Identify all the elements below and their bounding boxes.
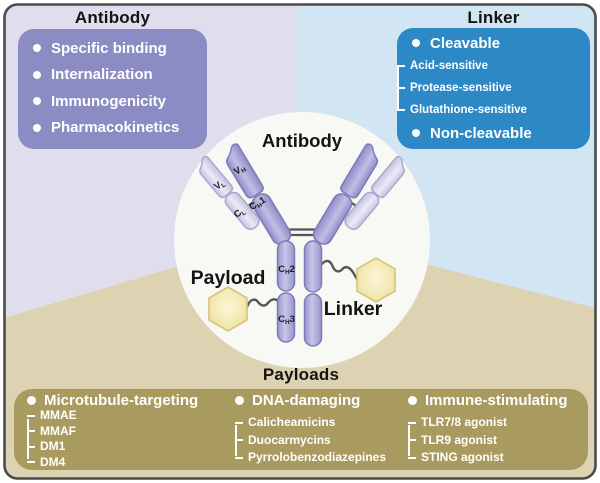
column-header-label: Microtubule-targeting [44,392,199,409]
list-item: Protease-sensitive [410,77,590,99]
domain-label-cl: CL [232,205,248,221]
list-item: Cleavable [397,31,590,55]
list-item: MMAF [40,424,198,440]
linker-section-title: Linker [467,8,520,27]
linker-squiggle-right [319,259,359,281]
bullet-icon [412,129,420,137]
payload-column-dna: DNA-damaging Calicheamicins Duocarmycins… [235,392,386,467]
figure-frame-border [3,3,597,480]
circle-antibody-label: Antibody [262,130,343,151]
antibody-panel: Specific binding Internalization Immunog… [18,29,207,149]
fc-stem [276,240,323,347]
payload-column-immune: Immune-stimulating TLR7/8 agonist TLR9 a… [408,392,568,467]
column-header: Immune-stimulating [408,392,568,409]
antibody-section-title: Antibody [74,8,151,27]
cleavable-sublist: Acid-sensitive Protease-sensitive Glutat… [397,55,590,121]
microtubule-sublist: MMAE MMAF DM1 DM4 [27,408,198,470]
domain-label-ch3: CH3 [278,314,295,326]
payload-hexagon-right [356,257,396,303]
bullet-icon [33,97,41,106]
list-item: Calicheamicins [248,414,386,432]
list-item: Pyrrolobenzodiazepines [248,449,386,467]
list-item: Internalization [18,62,207,89]
bullet-icon [235,396,244,405]
list-item-label: Specific binding [51,39,167,57]
circle-payload-label: Payload [191,267,266,289]
list-item: Acid-sensitive [410,55,590,77]
list-item: TLR9 agonist [421,432,568,450]
list-item: STING agonist [421,449,568,467]
list-item: MMAE [40,408,198,424]
bullet-icon [408,396,417,405]
payload-hexagon-left [208,286,248,332]
column-header: DNA-damaging [235,392,386,409]
list-item-label: Cleavable [430,34,501,52]
list-item-label: Immunogenicity [51,92,167,110]
column-header-label: Immune-stimulating [425,392,568,409]
list-item-label: Non-cleavable [430,124,532,142]
bullet-icon [33,123,41,132]
list-item: Glutathione-sensitive [410,99,590,121]
domain-label-vl: VL [212,177,227,193]
payloads-panel: Microtubule-targeting MMAE MMAF DM1 DM4 … [14,389,588,470]
list-item: Immunogenicity [18,88,207,115]
column-header-label: DNA-damaging [252,392,361,409]
list-item: TLR7/8 agonist [421,414,568,432]
payload-column-microtubule: Microtubule-targeting MMAE MMAF DM1 DM4 [27,392,199,470]
circle-linker-label: Linker [324,298,383,320]
immune-sublist: TLR7/8 agonist TLR9 agonist STING agonis… [408,414,568,467]
domain-label-ch2: CH2 [278,264,295,276]
list-item: DM4 [40,455,198,471]
list-item: Duocarmycins [248,432,386,450]
list-item: Non-cleavable [397,121,590,145]
dna-sublist: Calicheamicins Duocarmycins Pyrrolobenzo… [235,414,386,467]
bullet-icon [27,396,36,405]
list-item-label: Internalization [51,66,153,84]
list-item: DM1 [40,439,198,455]
linker-panel: Cleavable Acid-sensitive Protease-sensit… [397,28,590,149]
domain-label-ch1: CH1 [248,194,269,213]
domain-label-vh: VH [232,162,248,178]
linker-squiggle-left [246,298,279,308]
list-item: Specific binding [18,35,207,62]
bullet-icon [33,44,41,53]
list-item: Pharmacokinetics [18,115,207,142]
bullet-icon [33,70,41,79]
column-header: Microtubule-targeting [27,392,199,409]
list-item-label: Pharmacokinetics [51,119,180,137]
bullet-icon [412,39,420,47]
payloads-section-title: Payloads [262,365,340,384]
